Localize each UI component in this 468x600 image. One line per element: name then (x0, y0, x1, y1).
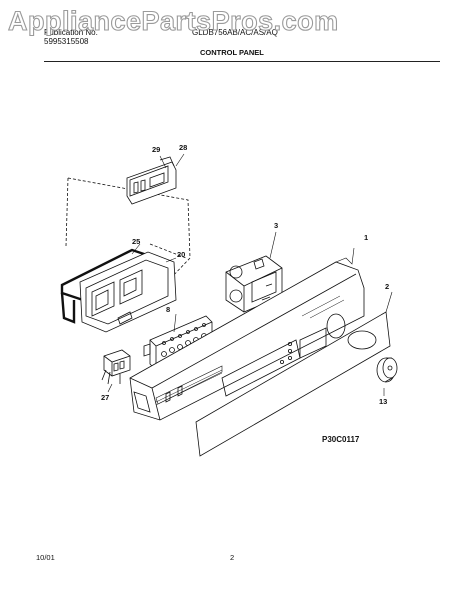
watermark-logo: AppliancePartsPros.com (7, 5, 339, 36)
header-rule (44, 61, 440, 62)
model-number: GLDB756AB/AC/AS/AQ (192, 28, 278, 37)
callout-3: 3 (274, 221, 278, 230)
callout-27: 27 (101, 393, 109, 402)
part-gasket-and-vent (60, 248, 177, 333)
callout-numbers: 29 28 25 20 3 1 8 2 27 13 P30C0117 (101, 143, 389, 444)
callout-8: 8 (166, 305, 170, 314)
part-console-panel (129, 247, 365, 421)
assembly-guide-dashed (65, 177, 191, 301)
part-connector (101, 349, 131, 393)
publication-label: Publication No. (44, 28, 98, 37)
part-overlay (195, 291, 393, 457)
callout-1: 1 (364, 233, 368, 242)
callout-28: 28 (179, 143, 187, 152)
part-knob (376, 357, 398, 396)
part-vent-grille (126, 156, 177, 205)
diagram-code: P30C0117 (322, 435, 360, 444)
callout-2: 2 (385, 282, 389, 291)
section-title: CONTROL PANEL (200, 48, 264, 57)
callout-29: 29 (152, 145, 160, 154)
footer-page-number: 2 (230, 553, 235, 562)
callout-13: 13 (379, 397, 387, 406)
part-timer (225, 231, 283, 313)
callout-20: 20 (177, 250, 185, 259)
footer-date: 10/01 (36, 553, 55, 562)
publication-block: Publication No. 5995315508 (44, 28, 98, 46)
callout-25: 25 (132, 237, 140, 246)
publication-number: 5995315508 (44, 37, 89, 46)
